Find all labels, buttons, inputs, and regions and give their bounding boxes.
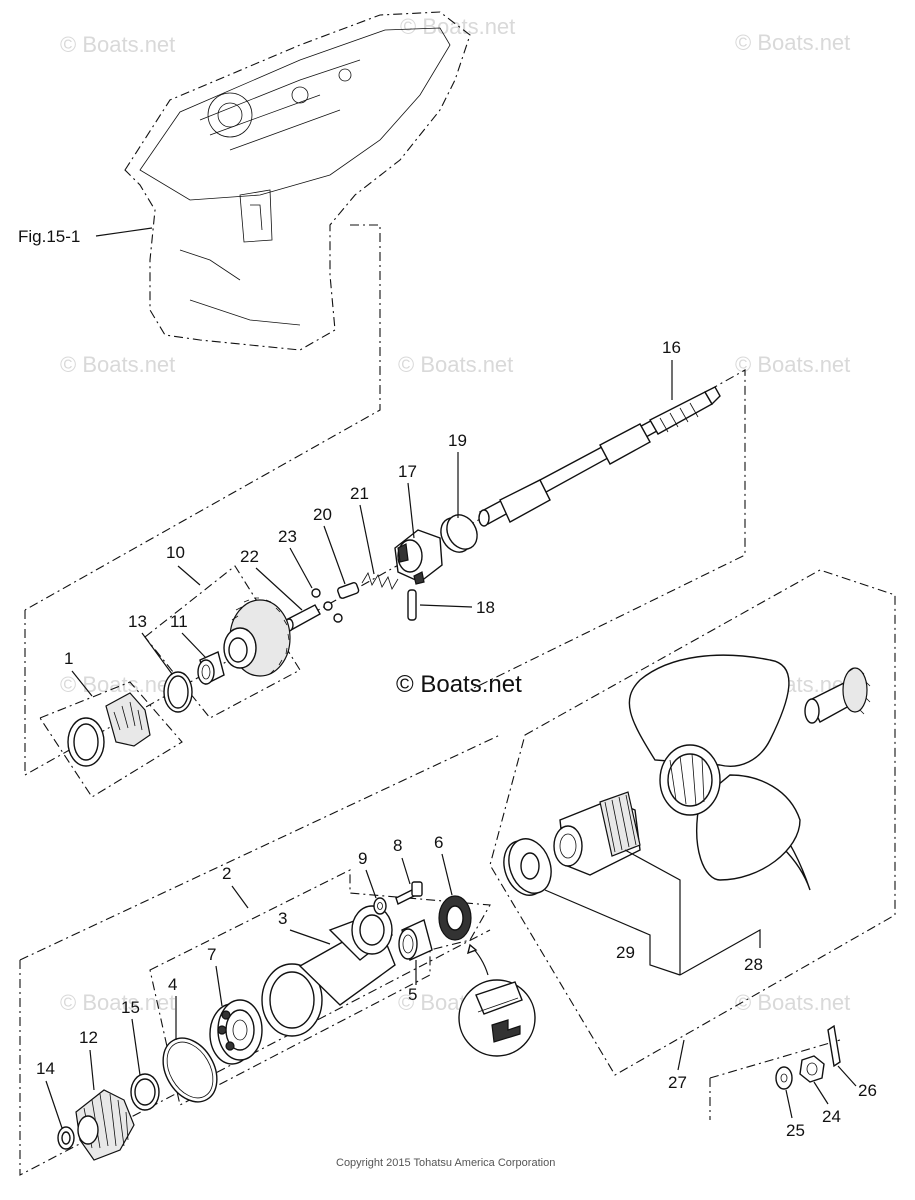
callout-17: 17	[398, 462, 417, 481]
callout-11: 11	[170, 612, 188, 631]
watermark-4: © Boats.net	[60, 352, 175, 377]
callout-1: 1	[64, 649, 73, 668]
spring-21	[361, 572, 399, 590]
watermarks: © Boats.net © Boats.net © Boats.net © Bo…	[60, 14, 850, 1015]
seal-detail-inset	[458, 943, 536, 1057]
washer-25	[775, 1066, 793, 1090]
callout-25: 25	[786, 1121, 805, 1140]
callout-22: 22	[240, 547, 259, 566]
nut-24	[799, 1055, 825, 1083]
watermark-2: © Boats.net	[400, 14, 515, 39]
o-ring-4	[162, 1037, 218, 1103]
spline-washer	[804, 667, 871, 724]
shim-15	[130, 1073, 160, 1111]
watermark-9: © Boats.net	[60, 990, 175, 1015]
watermark-3: © Boats.net	[735, 30, 850, 55]
callout-29: 29	[616, 943, 635, 962]
callout-18: 18	[476, 598, 495, 617]
pin-18	[407, 589, 417, 621]
cotter-pin-26	[827, 1024, 841, 1068]
callout-8: 8	[393, 836, 402, 855]
balls-23	[311, 588, 343, 623]
propeller-28	[628, 654, 811, 891]
oil-seal-6	[438, 895, 472, 941]
callout-6: 6	[434, 833, 443, 852]
propeller-shaft	[478, 386, 721, 527]
callout-26: 26	[858, 1081, 877, 1100]
thrust-washer-29	[503, 838, 552, 896]
callout-24: 24	[822, 1107, 841, 1126]
figure-reference: Fig.15-1	[18, 227, 80, 246]
callout-16: 16	[662, 338, 681, 357]
callout-3: 3	[278, 909, 287, 928]
callout-15: 15	[121, 998, 140, 1017]
callout-2: 2	[222, 864, 231, 883]
push-rod-22	[284, 604, 321, 632]
callout-14: 14	[36, 1059, 55, 1078]
watermark-5: © Boats.net	[398, 352, 513, 377]
forward-gear-group-boundary	[24, 369, 746, 776]
ring-13	[163, 671, 193, 713]
group-24-26-boundary	[709, 1039, 841, 1120]
copyright-notice: Copyright 2015 Tohatsu America Corporati…	[336, 1157, 555, 1169]
watermark-1: © Boats.net	[60, 32, 175, 57]
watermark-11: © Boats.net	[735, 990, 850, 1015]
center-watermark: © Boats.net	[396, 671, 522, 698]
taper-bearing-1	[67, 692, 151, 767]
callout-13: 13	[128, 612, 147, 631]
watermark-7: © Boats.net	[60, 672, 175, 697]
ball-bearing-7	[209, 999, 263, 1065]
bearing-5	[398, 919, 433, 961]
callout-21: 21	[350, 484, 369, 503]
callout-9: 9	[358, 849, 367, 868]
washer-14	[57, 1126, 75, 1150]
gear-case-housing	[24, 11, 471, 611]
bushing-28	[553, 791, 641, 876]
bolt-8	[395, 881, 423, 905]
callout-23: 23	[278, 527, 297, 546]
callout-12: 12	[79, 1028, 98, 1047]
watermark-6: © Boats.net	[735, 352, 850, 377]
bearing-11	[197, 651, 225, 686]
group-2-top	[19, 734, 501, 961]
plunger-20	[337, 582, 360, 599]
callout-28: 28	[744, 955, 763, 974]
clutch-17	[394, 529, 443, 585]
washer-9	[373, 897, 387, 915]
bearing-housing-3	[261, 905, 396, 1037]
callout-20: 20	[313, 505, 332, 524]
callout-27: 27	[668, 1073, 687, 1092]
forward-gear-10	[223, 597, 291, 677]
group-10-boundary	[144, 565, 301, 719]
group-inner-boundary	[149, 869, 491, 1106]
callout-19: 19	[448, 431, 467, 450]
callout-4: 4	[168, 975, 177, 994]
reverse-gear-12	[75, 1089, 135, 1161]
group-2-left	[19, 929, 491, 1176]
callout-5: 5	[408, 985, 417, 1004]
ring-19	[440, 514, 478, 553]
group-1-boundary	[39, 681, 183, 798]
callout-7: 7	[207, 945, 216, 964]
callout-10: 10	[166, 543, 185, 562]
